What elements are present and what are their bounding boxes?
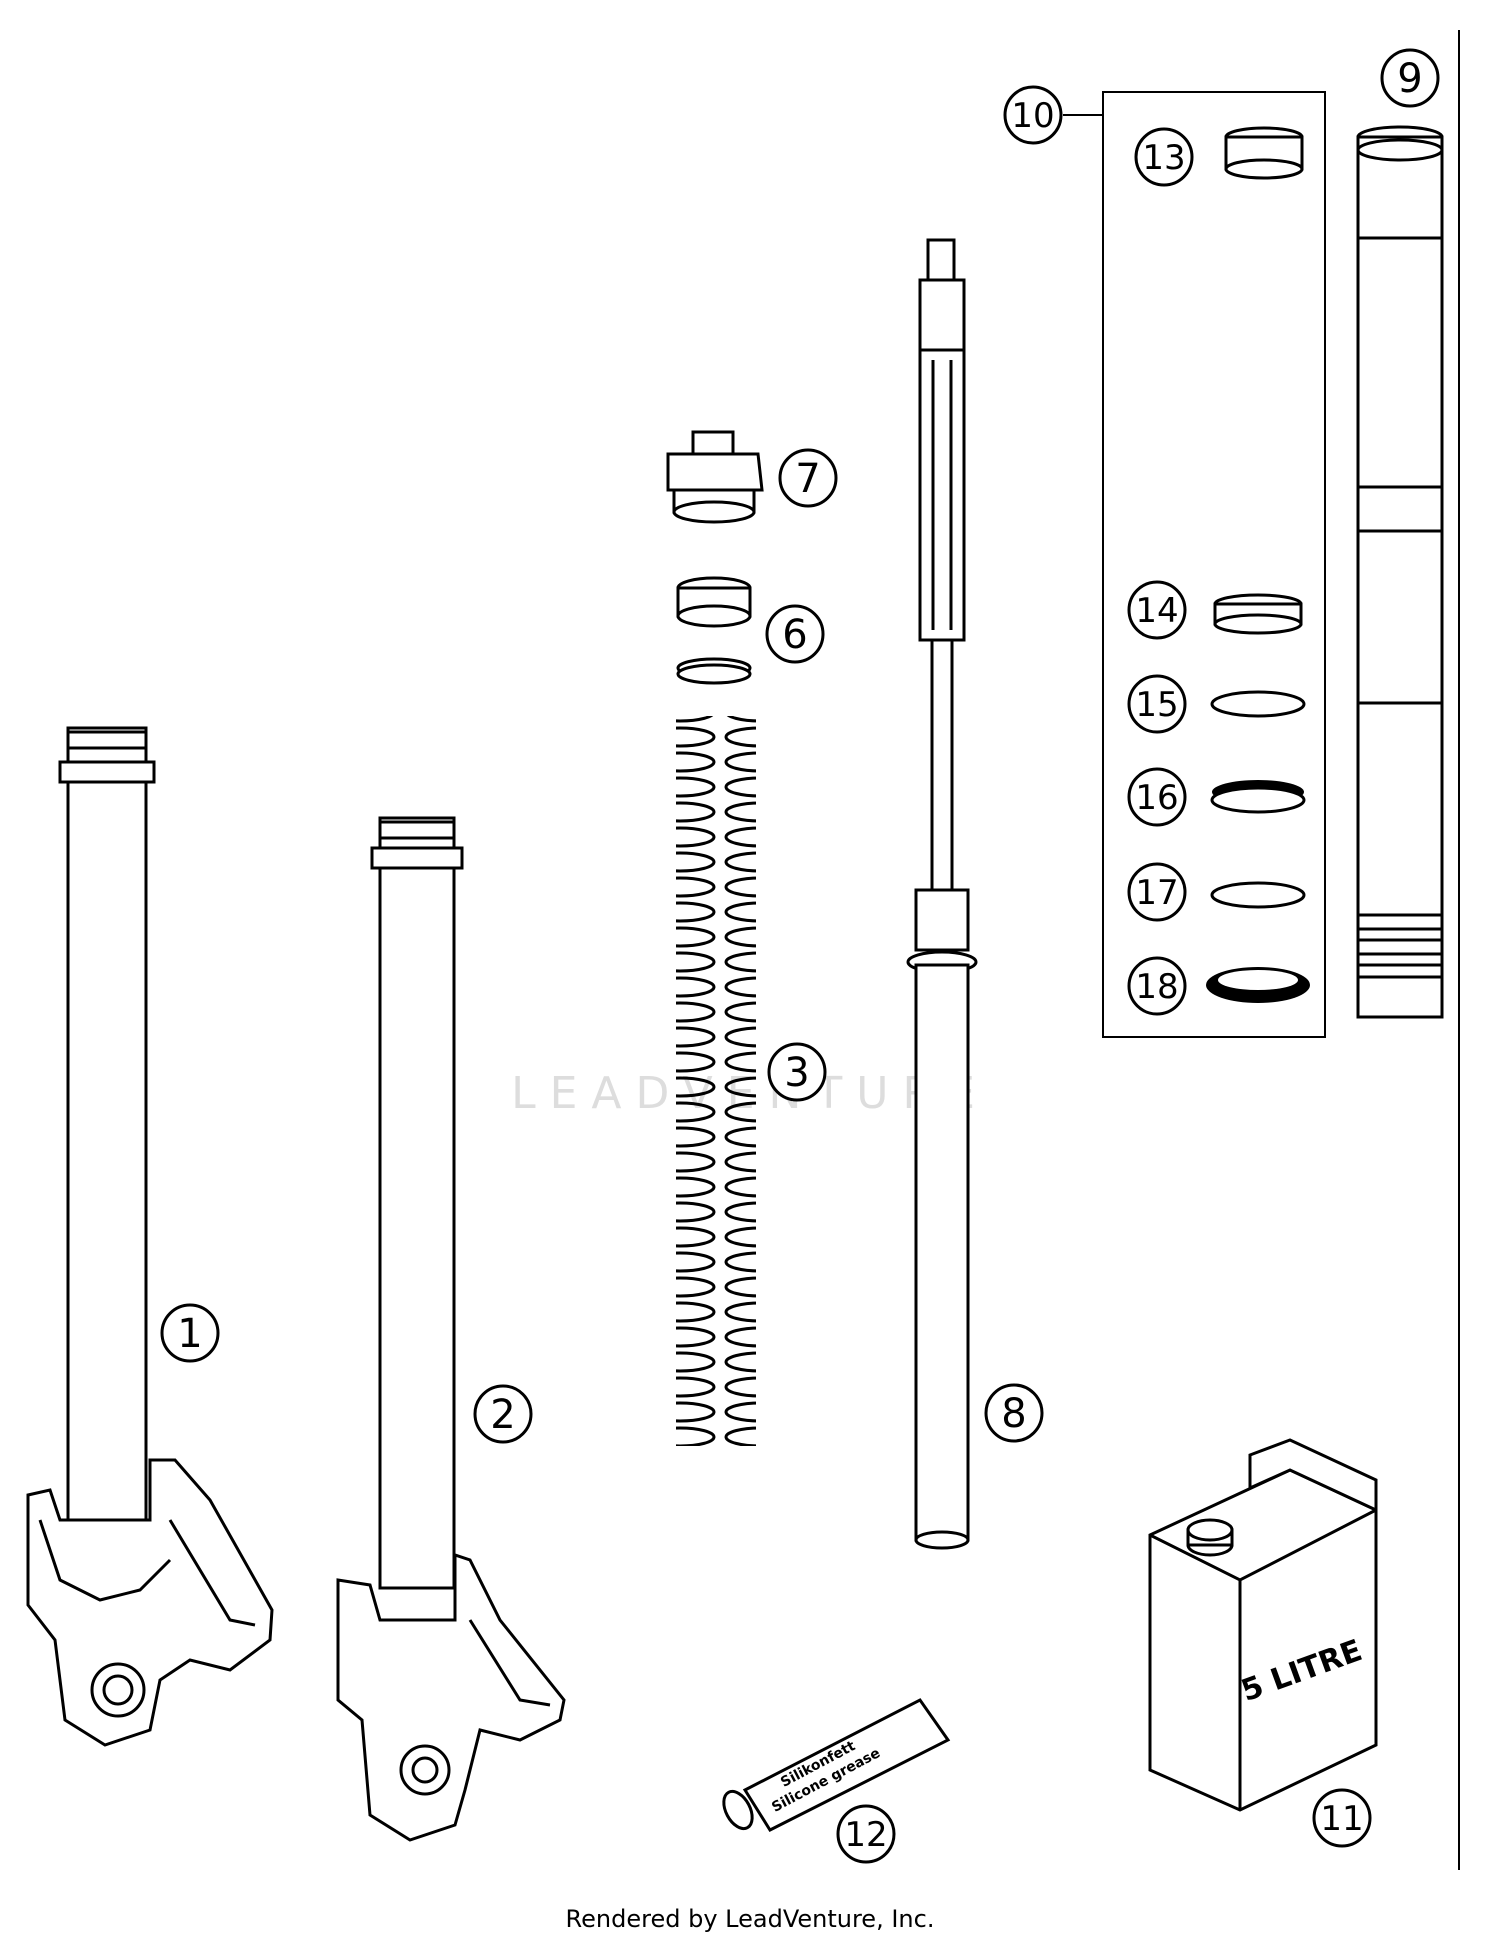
svg-text:14: 14 (1135, 591, 1178, 631)
callout-9: 9 (1380, 48, 1440, 108)
part-18-dust-seal (1206, 967, 1310, 1003)
svg-text:2: 2 (490, 1392, 515, 1438)
svg-text:13: 13 (1142, 138, 1185, 178)
callout-1: 1 (160, 1303, 220, 1363)
part-1-fork-leg-left (26, 726, 274, 1747)
svg-text:10: 10 (1011, 96, 1054, 136)
part-7-fork-cap (666, 430, 764, 524)
svg-text:18: 18 (1135, 967, 1178, 1007)
part-9-outer-tube (1356, 125, 1444, 1019)
svg-text:12: 12 (844, 1815, 887, 1855)
callout-14: 14 (1127, 580, 1187, 640)
callout-3: 3 (767, 1042, 827, 1102)
callout-8: 8 (984, 1383, 1044, 1443)
part-12-grease-tube: Silikonfett Silicone grease (722, 1698, 951, 1832)
svg-text:8: 8 (1001, 1391, 1026, 1437)
callout-18: 18 (1127, 956, 1187, 1016)
part-8-damper-cartridge (906, 238, 978, 1550)
callout-6: 6 (765, 604, 825, 664)
part-16-seal (1210, 780, 1306, 814)
callout-17: 17 (1127, 862, 1187, 922)
svg-text:6: 6 (782, 612, 807, 658)
svg-text:11: 11 (1320, 1799, 1363, 1839)
part-6-spacer-rings (676, 576, 752, 685)
callout-10: 10 (1003, 85, 1063, 145)
part-2-fork-leg-right (336, 816, 566, 1842)
callout-11: 11 (1312, 1788, 1372, 1848)
svg-text:3: 3 (784, 1050, 809, 1096)
footer-credit: Rendered by LeadVenture, Inc. (565, 1905, 935, 1933)
callout-16: 16 (1127, 767, 1187, 827)
callout-15: 15 (1127, 674, 1187, 734)
part-13-bushing (1224, 126, 1304, 180)
part-11-oil-can: 5 LITRE (1148, 1438, 1378, 1812)
callout-7: 7 (778, 448, 838, 508)
part-14-slide-bushing (1213, 593, 1303, 635)
callout-12: 12 (836, 1804, 896, 1864)
svg-text:7: 7 (795, 456, 820, 502)
svg-text:9: 9 (1397, 56, 1422, 102)
part-3-spring (676, 716, 756, 1446)
svg-text:17: 17 (1135, 873, 1178, 913)
part-17-ring (1210, 881, 1306, 909)
part-10-kit-box (1102, 91, 1326, 1038)
callout-2: 2 (473, 1384, 533, 1444)
svg-text:1: 1 (177, 1311, 202, 1357)
svg-text:16: 16 (1135, 778, 1178, 818)
callout-13: 13 (1134, 127, 1194, 187)
part-15-ring (1210, 690, 1306, 718)
svg-text:15: 15 (1135, 685, 1178, 725)
